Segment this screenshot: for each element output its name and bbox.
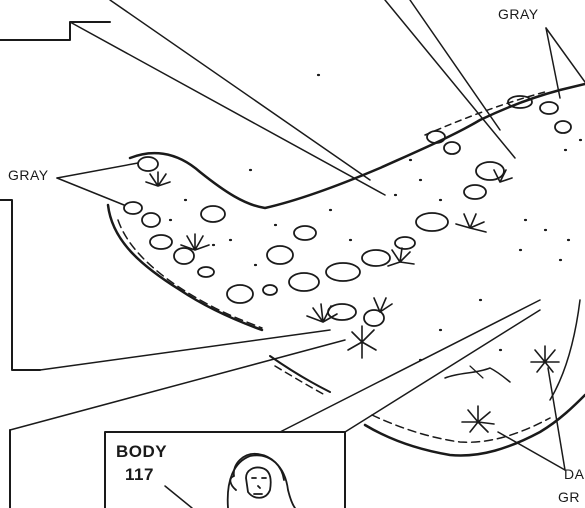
step-edge-dash [274, 365, 326, 396]
leader-line-1 [69, 21, 386, 196]
body-number: 117 [125, 465, 154, 484]
stone [200, 205, 226, 223]
leader-line-3 [384, 0, 516, 159]
grass-tuft [306, 303, 338, 323]
leader-gray-top-1 [545, 27, 561, 99]
grass-tuft [530, 345, 560, 373]
grass-tuft [180, 233, 210, 251]
stone [361, 249, 391, 267]
stepping-stones [123, 95, 572, 327]
leader-line-5 [39, 329, 331, 371]
curb-lower-right [363, 393, 585, 457]
curb-lower-right-dash [371, 414, 551, 443]
stone [325, 262, 361, 282]
slab-front-edge [106, 203, 264, 332]
stone [266, 245, 294, 265]
callout-box-top-left [0, 21, 111, 41]
grass-tufts [145, 169, 560, 433]
grass-tuft [145, 171, 171, 187]
stone [539, 101, 559, 115]
leader-line-6 [9, 339, 346, 431]
leader-gray-top-2 [545, 27, 585, 83]
body-label: BODY [116, 442, 168, 461]
leader-gray-left-1 [56, 162, 139, 179]
grass-tuft [455, 213, 487, 233]
gravel-speckles [168, 73, 583, 362]
stone [363, 309, 385, 327]
stone [262, 284, 278, 296]
leader-body [164, 485, 193, 508]
stone [507, 95, 533, 109]
stone [288, 272, 320, 292]
leader-line-7 [279, 299, 541, 433]
stone [149, 234, 173, 250]
leader-line-8 [344, 309, 541, 433]
stone [137, 156, 159, 172]
step-edge [269, 355, 331, 393]
stone [443, 141, 461, 155]
crack-1 [444, 367, 511, 383]
stone [426, 130, 446, 144]
stone [173, 247, 195, 265]
body-figure [226, 452, 296, 508]
stone [226, 284, 254, 304]
gray-label-top-right: GRAY [498, 6, 539, 22]
stone [197, 266, 215, 278]
curb-right-edge [549, 299, 581, 401]
green-label-partial: GR [558, 489, 580, 505]
slab-upper-edge [128, 82, 585, 210]
stone [394, 236, 416, 250]
grass-tuft [387, 247, 415, 267]
stone [475, 161, 505, 181]
grass-tuft [493, 169, 513, 183]
leader-dark-1 [497, 431, 566, 471]
figure-hair [229, 452, 285, 491]
stone [415, 212, 449, 232]
stone [141, 212, 161, 228]
dark-label-partial: DA [564, 466, 585, 482]
stone [293, 225, 317, 241]
stone [463, 184, 487, 200]
slab-upper-edge-dash [424, 91, 546, 136]
stone [554, 120, 572, 134]
figure-eyes [251, 477, 267, 495]
grass-tuft [461, 405, 495, 433]
figure-face [245, 466, 272, 499]
crack-2 [469, 365, 484, 379]
leader-line-4 [409, 0, 501, 131]
stone [123, 201, 143, 215]
grass-tuft [373, 297, 393, 313]
leader-gray-left-2 [56, 177, 125, 206]
callout-box-left [0, 199, 41, 371]
slab-front-edge-dash [117, 219, 263, 329]
leader-line-2 [109, 0, 371, 181]
gray-label-left: GRAY [8, 167, 49, 183]
grass-tuft [347, 325, 377, 359]
